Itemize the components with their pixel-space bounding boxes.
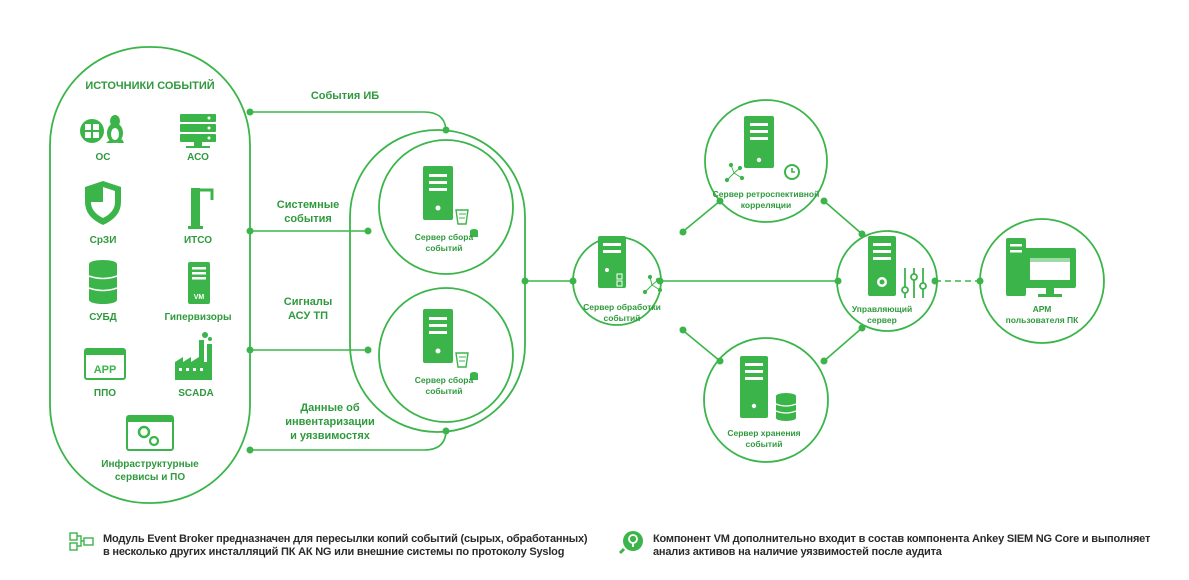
manager-label-1: Управляющий [852,304,912,314]
flow-label-security-events: События ИБ [311,90,379,102]
turnstile-icon [188,188,214,229]
processing-label-1: Сервер обработки [583,302,661,312]
windows-linux-icon [80,115,124,143]
flow-label-signals-1: Сигналы [284,296,332,308]
source-label-infra-2: сервисы и ПО [115,472,186,483]
collector-server-2: Сервер сбора событий [378,287,514,423]
storage-server: Сервер хранения событий [703,337,829,463]
database-icon [88,260,118,304]
collector-server-1: Сервер сбора событий [378,139,514,275]
source-label-os: ОС [96,152,111,163]
arm-label-2: пользователя ПК [1006,315,1080,325]
management-server: Управляющий сервер [836,230,938,332]
retro-label-2: корреляции [741,200,791,210]
legend-broker-line-1: Модуль Event Broker предназначен для пер… [103,533,588,545]
shield-icon [85,181,121,225]
app-window-icon: APP [84,348,126,380]
source-label-hypervisors: Гипервизоры [164,312,231,323]
source-label-ppo: ППО [94,388,116,399]
event-broker-icon [69,532,94,551]
vm-server-icon: VM [188,262,210,304]
legend-vm-line-1: Компонент VM дополнительно входит в сост… [653,533,1151,545]
flow-label-inventory-1: Данные об [300,402,360,414]
server-rack-icon [180,114,216,148]
sources-title: ИСТОЧНИКИ СОБЫТИЙ [85,79,214,92]
storage-label-1: Сервер хранения [727,428,800,438]
flow-label-signals-2: АСУ ТП [288,310,328,322]
arm-label-1: АРМ [1033,304,1052,314]
gears-window-icon [126,415,174,451]
svg-text:VM: VM [194,294,205,301]
manager-label-2: сервер [867,315,897,325]
vm-search-icon [618,531,643,555]
flow-label-inventory-3: и уязвимостях [290,430,371,442]
flow-label-inventory-2: инвентаризации [285,416,375,428]
legend-vm-component: Компонент VM дополнительно входит в сост… [653,533,1150,559]
svg-text:APP: APP [94,364,117,376]
storage-label-2: событий [745,439,782,449]
retro-correlation-server: Сервер ретроспективной корреляции [704,99,828,223]
retro-label-1: Сервер ретроспективной [713,189,820,199]
collector-1-label-1: Сервер сбора [415,232,474,242]
processing-label-2: событий [603,313,640,323]
flow-label-system-events-1: Системные [277,199,339,211]
collector-2-label-1: Сервер сбора [415,375,474,385]
flow-label-system-events-2: события [284,213,332,225]
factory-icon [175,332,212,380]
source-label-itso: ИТСО [184,235,212,246]
sources-container [49,46,251,504]
source-label-aso: АСО [187,152,209,163]
collector-2-label-2: событий [425,386,462,396]
legend-vm-line-2: анализ активов на наличие уязвимостей по… [653,546,942,558]
source-label-srzi: СрЗИ [90,235,117,246]
collectors-container [349,129,526,433]
source-label-infra-1: Инфраструктурные [101,458,199,470]
workstation-arm: АРМ пользователя ПК [979,218,1105,344]
source-label-scada: SCADA [178,388,214,399]
legend-event-broker: Модуль Event Broker предназначен для пер… [103,533,588,559]
source-label-dbms: СУБД [89,312,117,323]
legend-broker-line-2: в несколько других инсталляций ПК АК NG … [103,546,565,558]
processing-server: Сервер обработки событий [572,236,663,326]
collector-1-label-2: событий [425,243,462,253]
